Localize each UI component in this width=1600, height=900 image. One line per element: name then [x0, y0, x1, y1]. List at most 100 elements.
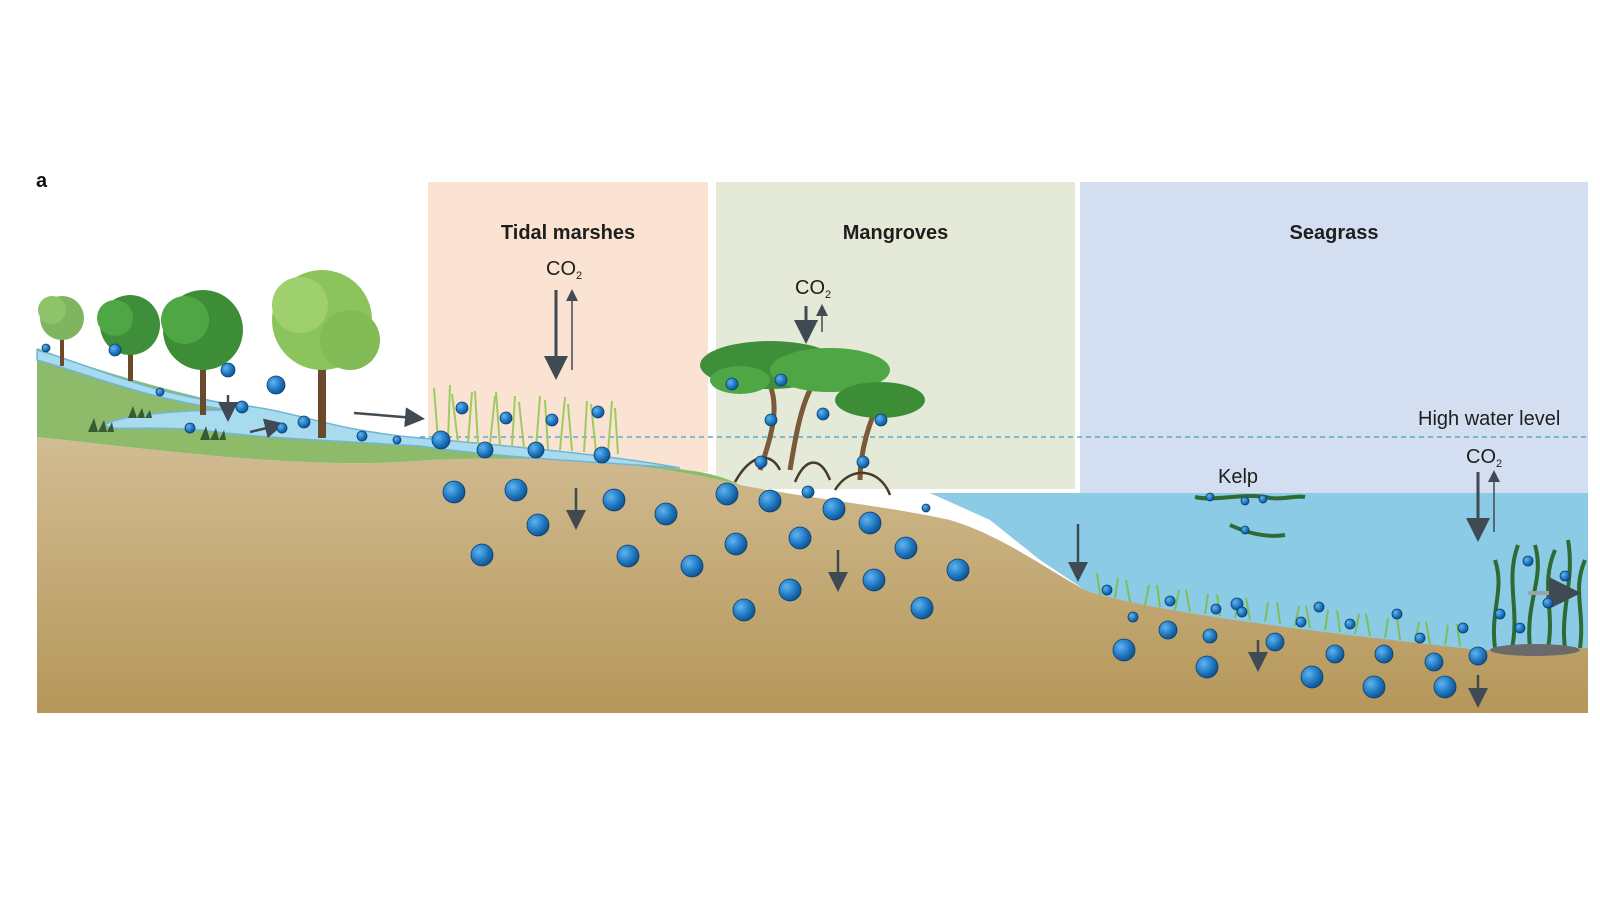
carbon-particle	[431, 430, 451, 450]
carbon-particle	[526, 513, 550, 537]
seagrass-zone	[1080, 182, 1588, 497]
carbon-particle	[41, 343, 51, 353]
carbon-particle	[724, 532, 748, 556]
co2-label-mangrove: CO2	[795, 277, 832, 301]
carbon-particle	[1433, 675, 1457, 699]
sediment	[37, 437, 1588, 713]
carbon-particle	[1542, 597, 1554, 609]
carbon-particle	[680, 554, 704, 578]
carbon-particle	[266, 375, 286, 395]
carbon-particle	[155, 387, 165, 397]
carbon-particle	[822, 497, 846, 521]
carbon-particle	[774, 373, 788, 387]
high-water-level-label: High water level	[1418, 408, 1561, 430]
carbon-particle	[1205, 492, 1215, 502]
carbon-particle	[1258, 494, 1268, 504]
carbon-particle	[1362, 675, 1386, 699]
carbon-particle	[1300, 665, 1324, 689]
shrubs	[88, 406, 226, 440]
carbon-particle	[1202, 628, 1218, 644]
carbon-particle	[921, 503, 931, 513]
carbon-particle	[545, 413, 559, 427]
carbon-particle	[1424, 652, 1444, 672]
carbon-particle	[788, 526, 812, 550]
carbon-particle	[1457, 622, 1469, 634]
carbon-particle	[593, 446, 611, 464]
sea-water	[930, 493, 1588, 655]
tidal-marshes-title: Tidal marshes	[500, 222, 636, 244]
carbon-particle	[1414, 632, 1426, 644]
carbon-particle	[894, 536, 918, 560]
carbon-particle	[816, 407, 830, 421]
carbon-particle	[1295, 616, 1307, 628]
carbon-particle	[1374, 644, 1394, 664]
panel-letter: a	[36, 170, 48, 192]
carbon-particle	[470, 543, 494, 567]
carbon-particle	[856, 455, 870, 469]
carbon-particle	[455, 401, 469, 415]
marsh-grass	[433, 384, 619, 455]
carbon-particle	[778, 578, 802, 602]
kelp-label: Kelp	[1218, 466, 1259, 488]
mangrove-trees	[700, 341, 925, 496]
mangroves-title: Mangroves	[842, 222, 949, 244]
carbon-particle	[910, 596, 934, 620]
carbon-particle	[874, 413, 888, 427]
carbon-particle	[1313, 601, 1325, 613]
carbon-particle	[504, 478, 528, 502]
carbon-particle	[392, 435, 402, 445]
carbon-particle	[764, 413, 778, 427]
carbon-particle	[499, 411, 513, 425]
carbon-particle	[184, 422, 196, 434]
forest-trees	[38, 270, 380, 438]
carbon-particle	[1514, 622, 1526, 634]
carbon-particle	[591, 405, 605, 419]
carbon-particle	[1112, 638, 1136, 662]
carbon-particle	[297, 415, 311, 429]
carbon-particle	[356, 430, 368, 442]
carbon-particle	[654, 502, 678, 526]
carbon-particle	[862, 568, 886, 592]
carbon-particle	[732, 598, 756, 622]
carbon-particle	[1240, 525, 1250, 535]
carbon-particle	[1101, 584, 1113, 596]
carbon-particle	[715, 482, 739, 506]
carbon-particle	[1195, 655, 1219, 679]
carbon-particle	[527, 441, 545, 459]
carbon-particle	[758, 489, 782, 513]
seagrass-title: Seagrass	[1289, 222, 1379, 244]
co2-label-seagrass: CO2	[1466, 446, 1503, 470]
carbon-particles	[41, 343, 1571, 699]
carbon-particle	[1494, 608, 1506, 620]
tidal-marsh-zone	[428, 182, 708, 472]
flux-arrows	[218, 289, 1581, 708]
carbon-particle	[754, 455, 768, 469]
carbon-particle	[1559, 570, 1571, 582]
carbon-particle	[442, 480, 466, 504]
carbon-particle	[946, 558, 970, 582]
mangrove-zone	[716, 182, 1075, 489]
carbon-particle	[220, 362, 236, 378]
carbon-particle	[1522, 555, 1534, 567]
carbon-particle	[1468, 646, 1488, 666]
carbon-particle	[276, 422, 288, 434]
carbon-particle	[1236, 606, 1248, 618]
carbon-particle	[602, 488, 626, 512]
carbon-particle	[1210, 603, 1222, 615]
carbon-particle	[1391, 608, 1403, 620]
carbon-particle	[1344, 618, 1356, 630]
carbon-particle	[108, 343, 122, 357]
carbon-particle	[1240, 496, 1250, 506]
carbon-particle	[1158, 620, 1178, 640]
carbon-particle	[476, 441, 494, 459]
carbon-particle	[616, 544, 640, 568]
carbon-particle	[1325, 644, 1345, 664]
carbon-particle	[725, 377, 739, 391]
carbon-particle	[235, 400, 249, 414]
carbon-particle	[858, 511, 882, 535]
carbon-particle	[1265, 632, 1285, 652]
co2-label-marsh: CO2	[546, 258, 583, 282]
carbon-particle	[801, 485, 815, 499]
land-slope	[37, 348, 740, 485]
